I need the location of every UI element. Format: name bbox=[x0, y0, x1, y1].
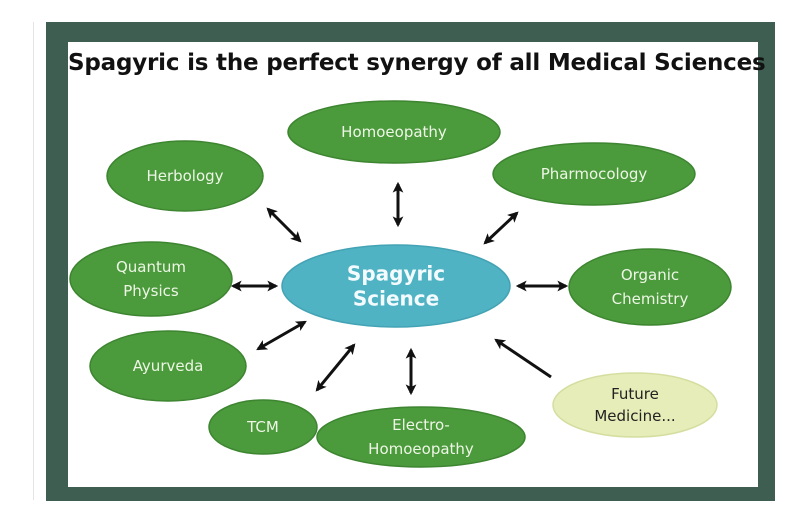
node-organic-chemistry-shape bbox=[568, 248, 732, 326]
node-electro-homoeopathy-label-line: Homoeopathy bbox=[368, 440, 474, 458]
node-herbology: Herbology bbox=[106, 140, 264, 212]
node-homoeopathy-shape bbox=[287, 100, 501, 164]
arrow-future-medicine-to-center bbox=[494, 338, 552, 379]
node-quantum-physics-label-line: Quantum bbox=[116, 258, 186, 276]
page-edge-divider bbox=[33, 22, 34, 500]
arrow-ayurveda-to-center bbox=[256, 320, 307, 351]
node-center-label-line: Science bbox=[353, 287, 439, 311]
arrow-tcm-to-center bbox=[315, 343, 356, 392]
node-ayurveda-label-line: Ayurveda bbox=[133, 357, 204, 375]
node-future-medicine: FutureMedicine... bbox=[552, 372, 718, 438]
node-future-medicine-label-line: Medicine... bbox=[594, 407, 675, 425]
node-ayurveda-shape bbox=[89, 330, 247, 402]
node-pharmocology: Pharmocology bbox=[492, 142, 696, 206]
node-tcm-label-line: TCM bbox=[246, 418, 279, 436]
node-herbology-label-line: Herbology bbox=[146, 167, 223, 185]
node-electro-homoeopathy-shape bbox=[316, 406, 526, 468]
node-center-label-line: Spagyric bbox=[347, 262, 445, 286]
node-pharmocology-shape bbox=[492, 142, 696, 206]
slide-title: Spagyric is the perfect synergy of all M… bbox=[68, 50, 766, 76]
node-quantum-physics-shape bbox=[69, 241, 233, 317]
node-center-shape bbox=[281, 244, 511, 328]
node-herbology-shape bbox=[106, 140, 264, 212]
node-future-medicine-label-line: Future bbox=[611, 385, 659, 403]
node-tcm: TCM bbox=[208, 399, 318, 455]
arrow-pharmocology-to-center bbox=[483, 211, 519, 245]
node-tcm-shape bbox=[208, 399, 318, 455]
arrow-herbology-to-center bbox=[266, 207, 302, 243]
node-organic-chemistry-label-line: Chemistry bbox=[612, 290, 689, 308]
node-pharmocology-label-line: Pharmocology bbox=[541, 165, 648, 183]
node-homoeopathy-label-line: Homoeopathy bbox=[341, 123, 447, 141]
node-electro-homoeopathy: Electro- Homoeopathy bbox=[316, 406, 526, 468]
node-electro-homoeopathy-label-line: Electro- bbox=[392, 416, 450, 434]
node-organic-chemistry-label-line: Organic bbox=[621, 266, 679, 284]
node-quantum-physics-label-line: Physics bbox=[123, 282, 179, 300]
node-ayurveda: Ayurveda bbox=[89, 330, 247, 402]
node-future-medicine-shape bbox=[552, 372, 718, 438]
node-homoeopathy: Homoeopathy bbox=[287, 100, 501, 164]
